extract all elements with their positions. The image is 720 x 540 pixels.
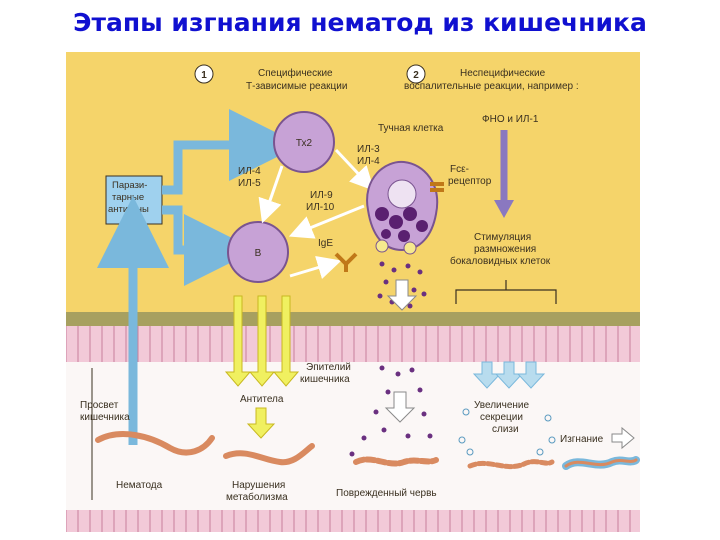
mucus-worm bbox=[467, 459, 555, 470]
arrow-lumen-down bbox=[384, 391, 416, 423]
metabolism-worm bbox=[223, 443, 315, 466]
bottom-epithelium bbox=[66, 510, 640, 532]
mast-cell-label: Тучная клетка bbox=[378, 123, 444, 134]
granule-spray-lumen bbox=[349, 365, 433, 457]
th2-cell bbox=[273, 111, 335, 173]
il3-il4-label-b: ИЛ-4 bbox=[357, 156, 380, 167]
stim-label-line2: размножения bbox=[474, 244, 536, 255]
mucus-label-line2: секреции bbox=[480, 412, 523, 423]
mucus-bubbles bbox=[458, 408, 556, 456]
stim-label-line1: Стимуляция bbox=[474, 232, 531, 243]
mast-granule bbox=[403, 207, 417, 221]
lumen-label-line1: Просвет bbox=[80, 400, 119, 411]
tnf-label: ФНО и ИЛ-1 bbox=[482, 114, 539, 125]
lumen-label-line2: кишечника bbox=[80, 412, 130, 423]
mast-granule bbox=[375, 207, 389, 221]
mast-cell-nucleus bbox=[387, 179, 417, 209]
expulsion-arrow bbox=[611, 426, 635, 450]
damaged-worm-label: Поврежденный червь bbox=[336, 488, 437, 499]
il9-il10-label-a: ИЛ-9 bbox=[310, 190, 333, 201]
mucus-arrows bbox=[472, 361, 546, 389]
step1-title-line1: Специфические bbox=[258, 67, 333, 79]
epithelium-label-line2: кишечника bbox=[300, 374, 350, 385]
il9-il10-label-b: ИЛ-10 bbox=[306, 202, 335, 213]
step1-title-line2: Т-зависимые реакции bbox=[246, 81, 347, 92]
mast-granule-release bbox=[375, 239, 389, 253]
ige-label: IgE bbox=[318, 238, 333, 249]
mast-granule-release bbox=[403, 241, 417, 255]
nematode-label: Нематода bbox=[116, 480, 163, 491]
arrow-antigen-to-th2 bbox=[162, 109, 301, 195]
fc-receptor-label-line1: Fcε- bbox=[450, 164, 469, 175]
antigen-label-line1: Парази- bbox=[112, 180, 147, 191]
antibody-arrows bbox=[224, 295, 300, 439]
arrow-mast-to-b bbox=[288, 204, 365, 239]
nematode-worm bbox=[95, 431, 215, 456]
lumen-area bbox=[66, 362, 640, 510]
metabolism-label-line2: метаболизма bbox=[226, 491, 288, 503]
mast-granule bbox=[416, 220, 428, 232]
epithelium-band bbox=[66, 326, 640, 362]
arrow-antigen-to-b bbox=[162, 205, 256, 286]
mast-granule bbox=[381, 229, 391, 239]
tnf-arrow-head bbox=[494, 200, 514, 218]
arrow-granules-down bbox=[386, 279, 418, 311]
fc-receptor-label-line2: рецептор bbox=[448, 176, 492, 187]
step2-badge bbox=[406, 64, 426, 84]
ige-symbol bbox=[334, 252, 358, 272]
stim-label-line3: бокаловидных клеток bbox=[450, 255, 551, 267]
il3-il4-label-a: ИЛ-3 bbox=[357, 144, 380, 155]
epithelium-label-line1: Эпителий bbox=[306, 362, 351, 373]
step1-badge bbox=[194, 64, 214, 84]
fc-receptor-symbol bbox=[430, 182, 444, 192]
step1-number: 1 bbox=[201, 70, 207, 81]
antigen-label-line2: тарные bbox=[112, 192, 144, 203]
metabolism-label-line1: Нарушения bbox=[232, 480, 285, 491]
mucus-label-line3: слизи bbox=[492, 424, 519, 435]
il4-il5-label-a: ИЛ-4 bbox=[238, 166, 261, 177]
expelled-worm-core bbox=[564, 458, 638, 468]
arrow-th2-to-b bbox=[258, 165, 284, 224]
page-title: Этапы изгнания нематод из кишечника bbox=[73, 8, 647, 37]
arrow-th2-to-mast bbox=[334, 148, 375, 191]
arrow-b-to-ige bbox=[289, 255, 342, 279]
antibodies-label: Антитела bbox=[240, 394, 284, 405]
th2-label: Тх2 bbox=[296, 138, 313, 149]
step2-number: 2 bbox=[413, 70, 419, 81]
il4-il5-label-b: ИЛ-5 bbox=[238, 178, 261, 189]
step2-title-line1: Неспецифические bbox=[460, 67, 546, 79]
b-cell-label: В bbox=[255, 248, 262, 259]
mast-granule bbox=[389, 215, 403, 229]
b-cell bbox=[227, 221, 289, 283]
expulsion-label: Изгнание bbox=[560, 434, 604, 445]
mucus-label-line1: Увеличение bbox=[474, 400, 530, 411]
damaged-worm bbox=[353, 456, 439, 467]
goblet-bracket bbox=[455, 280, 557, 304]
mast-granule bbox=[398, 230, 410, 242]
antigen-label-line3: антигены bbox=[108, 204, 149, 215]
step2-title-line2: воспалительные реакции, например : bbox=[404, 81, 579, 92]
basement-membrane bbox=[66, 312, 640, 326]
